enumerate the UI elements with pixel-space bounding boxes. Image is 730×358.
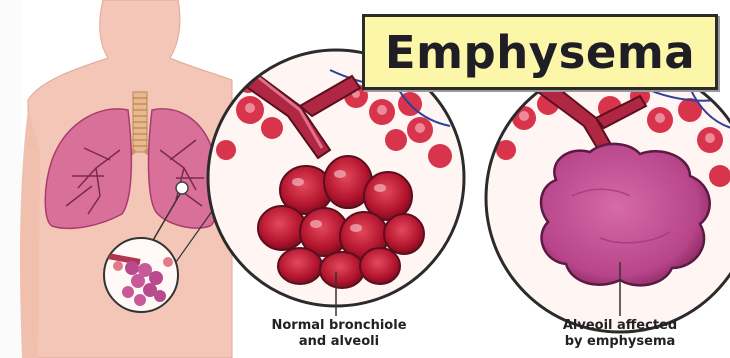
caption-normal-line-1: Normal bronchiole	[264, 318, 414, 334]
diagram-title: Emphysema	[385, 26, 695, 79]
caption-affected: Alveoil affected by emphysema	[545, 318, 695, 350]
caption-normal-line-2: and alveoli	[264, 334, 414, 350]
caption-affected-line-1: Alveoil affected	[545, 318, 695, 334]
left-margin	[0, 0, 22, 358]
small-zoom-circle	[104, 238, 178, 312]
caption-affected-line-2: by emphysema	[545, 334, 695, 350]
caption-normal: Normal bronchiole and alveoli	[264, 318, 414, 350]
emphysema-alveoli-circle	[486, 64, 730, 332]
zoom-marker	[176, 182, 188, 194]
title-banner: Emphysema	[362, 14, 718, 90]
